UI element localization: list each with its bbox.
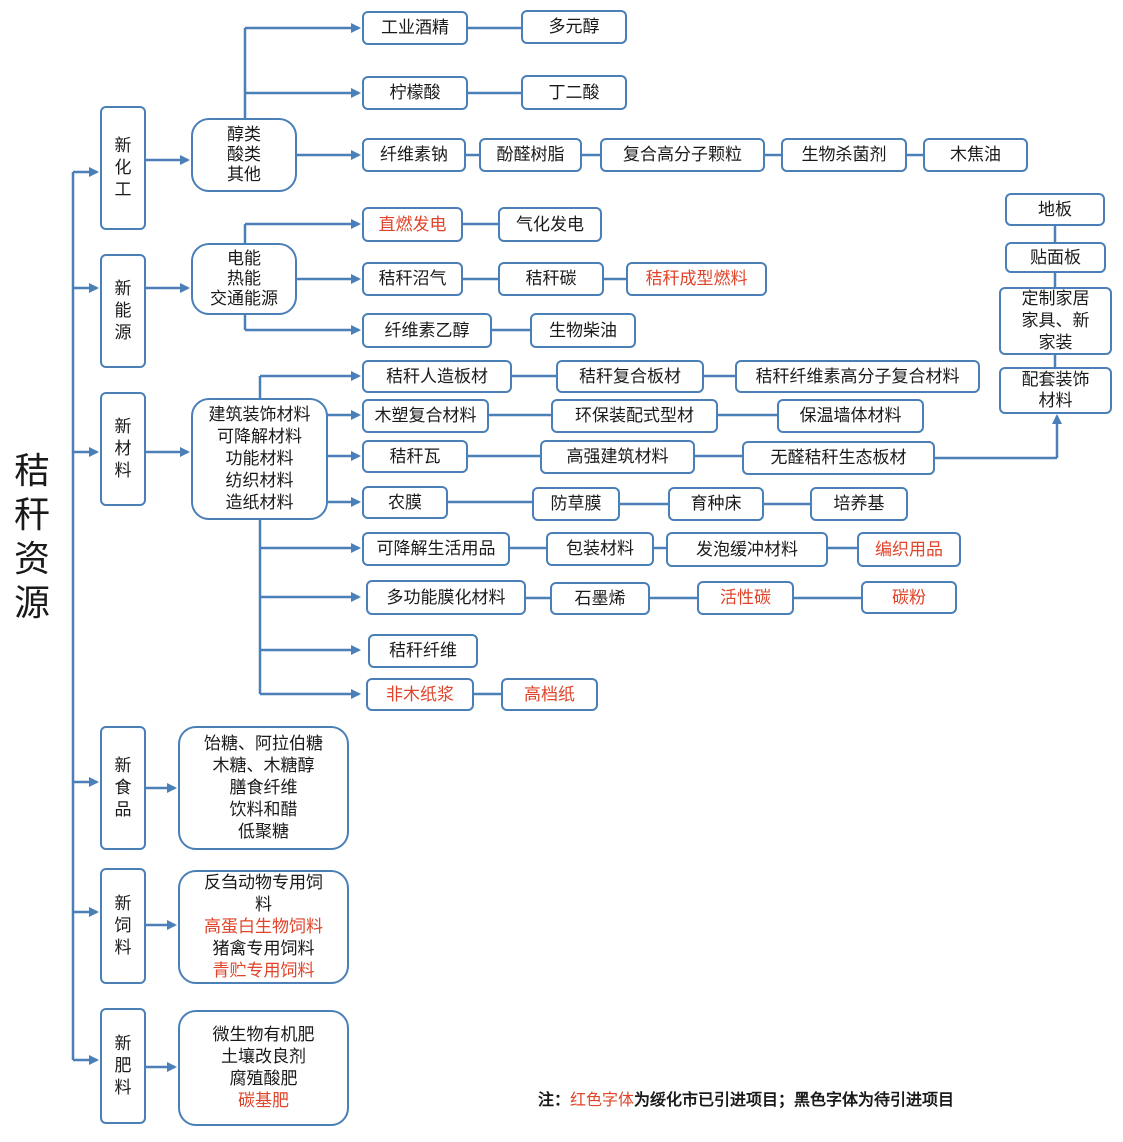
- category-feed: 新饲料: [100, 868, 146, 984]
- category-fert: 新肥料: [100, 1008, 146, 1124]
- node-feimu-zhijiang: 非木纸浆: [366, 678, 474, 711]
- node-jiegan-xianwei: 秸秆纤维: [368, 634, 478, 668]
- node-dingzhi-jiaju: 定制家居家具、新家装: [999, 287, 1112, 355]
- node-nongmo: 农膜: [362, 486, 448, 519]
- group-fert: 微生物有机肥土壤改良剂腐殖酸肥碳基肥: [178, 1010, 349, 1126]
- node-tanfen: 碳粉: [861, 581, 957, 614]
- node-duoyuanchun: 多元醇: [521, 10, 627, 44]
- node-diban: 地板: [1005, 193, 1105, 226]
- node-musu-fuhe: 木塑复合材料: [362, 399, 489, 433]
- node-jiegan-tan: 秸秆碳: [498, 262, 604, 296]
- category-chem: 新化工: [100, 106, 146, 230]
- node-gaodangzhi: 高档纸: [501, 678, 598, 711]
- node-mujiaoyou: 木焦油: [923, 138, 1028, 172]
- node-shengwu-shajunji: 生物杀菌剂: [781, 138, 907, 172]
- node-peiyangji: 培养基: [810, 487, 908, 521]
- node-baozhuang-cailiao: 包装材料: [546, 532, 654, 566]
- node-gaoqiang-jianzhu: 高强建筑材料: [540, 440, 695, 474]
- node-huoxingtan: 活性碳: [697, 581, 794, 615]
- group-feed: 反刍动物专用饲料高蛋白生物饲料猪禽专用饲料青贮专用饲料: [178, 870, 349, 984]
- group-material: 建筑装饰材料可降解材料功能材料纺织材料造纸材料: [191, 398, 328, 520]
- node-jiegan-chengxing: 秸秆成型燃料: [626, 262, 767, 296]
- node-kejiangjie-shenghuo: 可降解生活用品: [362, 532, 510, 566]
- category-energy: 新能源: [100, 254, 146, 368]
- node-yuzhongchuang: 育种床: [668, 487, 764, 521]
- group-chem: 醇类酸类其他: [191, 118, 297, 192]
- node-jiegan-renzao: 秸秆人造板材: [362, 360, 512, 393]
- node-gongye-jiujing: 工业酒精: [362, 11, 468, 45]
- node-dingersuan: 丁二酸: [521, 75, 627, 110]
- node-duogongneng-mo: 多功能膜化材料: [366, 580, 526, 615]
- category-food: 新食品: [100, 726, 146, 850]
- node-xianweisu-yichun: 纤维素乙醇: [362, 313, 492, 348]
- node-fuhe-gaofenzi: 复合高分子颗粒: [600, 138, 765, 172]
- group-food: 饴糖、阿拉伯糖木糖、木糖醇膳食纤维饮料和醋低聚糖: [178, 726, 349, 850]
- category-material: 新材料: [100, 392, 146, 506]
- node-xianweisuna: 纤维素钠: [362, 138, 466, 172]
- node-jiegan-wa: 秸秆瓦: [362, 440, 468, 473]
- node-baowen-qiangti: 保温墙体材料: [777, 399, 924, 433]
- node-wuquan-shengtai: 无醛秸秆生态板材: [742, 441, 935, 475]
- node-fenquanshuzhi: 酚醛树脂: [479, 138, 582, 172]
- node-huanbao-peishi: 环保装配式型材: [551, 399, 718, 433]
- node-zhiran-fadian: 直燃发电: [362, 207, 463, 242]
- node-fapao-huanchong: 发泡缓冲材料: [666, 532, 828, 567]
- node-qihua-fadian: 气化发电: [498, 207, 602, 242]
- node-bianzhi-yongpin: 编织用品: [857, 532, 961, 567]
- node-jiegan-fuhe: 秸秆复合板材: [556, 360, 704, 393]
- node-shengwu-chaiyou: 生物柴油: [530, 313, 636, 348]
- legend-note: 注：红色字体为绥化市已引进项目；黑色字体为待引进项目: [538, 1090, 955, 1109]
- node-shimoxi: 石墨烯: [550, 582, 650, 615]
- node-ningmengsuan: 柠檬酸: [362, 76, 468, 110]
- node-fangcaomo: 防草膜: [532, 487, 620, 521]
- root-label: 秸秆资源: [13, 451, 50, 624]
- node-jiegan-zhaoqi: 秸秆沼气: [362, 262, 463, 296]
- group-energy: 电能热能交通能源: [191, 243, 297, 315]
- node-peitao-zhuangshi: 配套装饰材料: [999, 367, 1112, 414]
- node-jiegan-xianwei-gaofenzi: 秸秆纤维素高分子复合材料: [735, 360, 980, 393]
- node-tiemianban: 贴面板: [1005, 242, 1106, 273]
